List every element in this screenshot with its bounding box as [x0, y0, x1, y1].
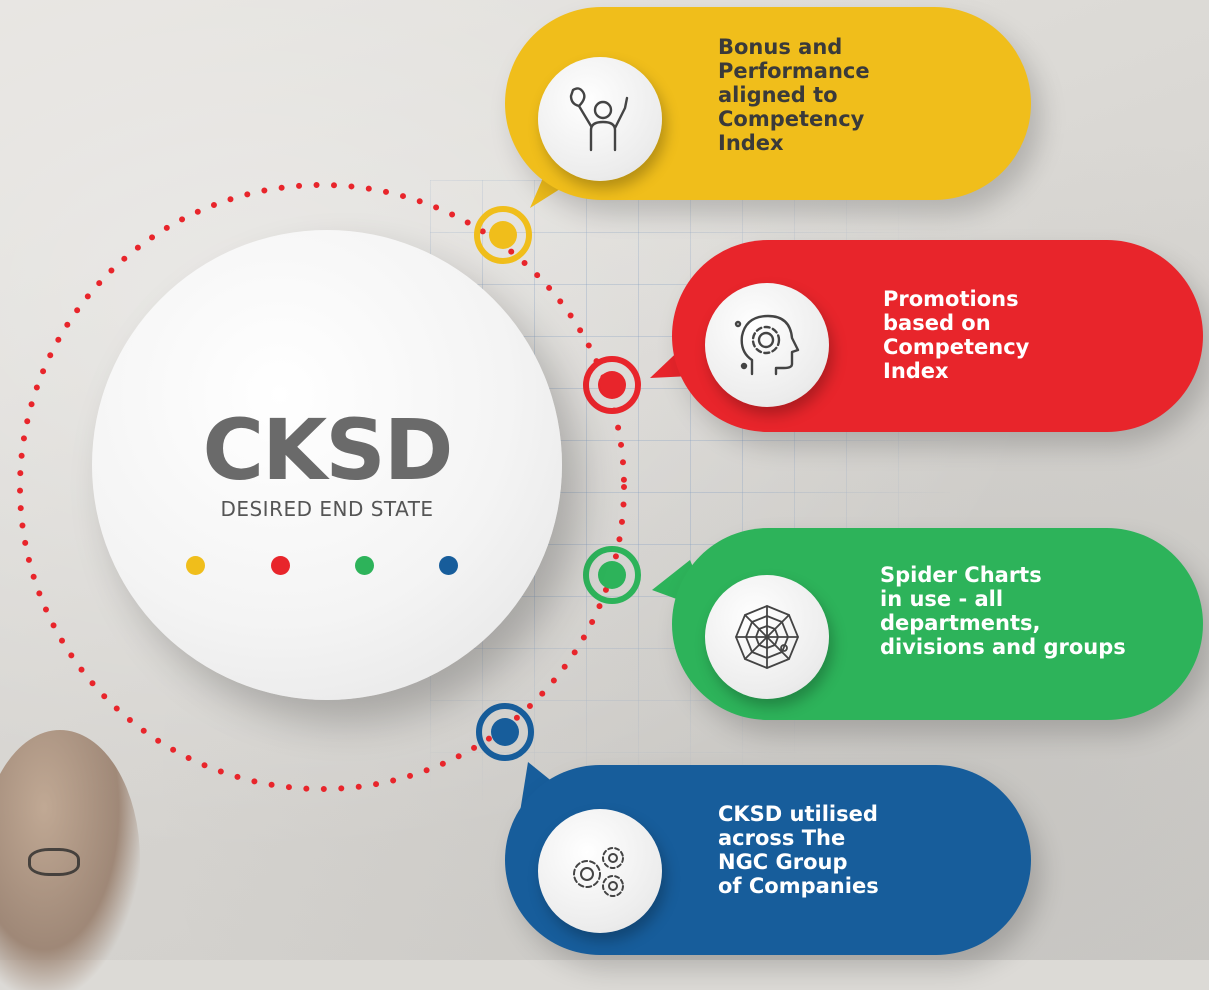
center-subtitle: DESIRED END STATE [220, 497, 434, 521]
ring-marker-red [583, 356, 641, 414]
glasses-icon [28, 848, 80, 876]
promotions-text: Promotions based on Competency Index [883, 287, 1030, 383]
head-gear-icon [734, 314, 800, 376]
bonus-performance-text: Bonus and Performance aligned to Compete… [718, 35, 870, 155]
yellow-dot [186, 556, 205, 575]
spider-charts-text: Spider Charts in use - all departments, … [880, 563, 1126, 659]
red-dot [271, 556, 290, 575]
center-title: CKSD [202, 401, 454, 499]
celebrating-person-icon [569, 87, 629, 152]
spider-web-icon [735, 605, 799, 669]
gears-icon [573, 847, 624, 897]
center-circle [92, 230, 562, 700]
ring-marker-yellow [474, 206, 532, 264]
icon-holder-spider [705, 575, 829, 699]
ring-marker-green [583, 546, 641, 604]
ring-marker-blue [476, 703, 534, 761]
icon-holder-promotions [705, 283, 829, 407]
icon-holder-gears [538, 809, 662, 933]
orbit-graphic [17, 182, 641, 792]
cksd-utilised-text: CKSD utilised across The NGC Group of Co… [718, 802, 879, 898]
green-dot [355, 556, 374, 575]
blue-dot [439, 556, 458, 575]
dotted-orbit [17, 182, 627, 792]
icon-holder-bonus [538, 57, 662, 181]
